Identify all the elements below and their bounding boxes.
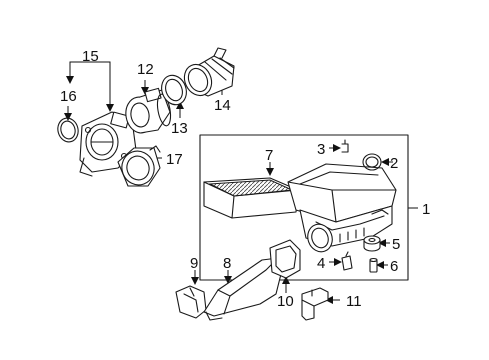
callout-6: 6	[390, 258, 398, 275]
callout-labels: 1 2 3 4 5 6 7 8 9 10 11 12 13 14 15 16 1…	[60, 48, 430, 310]
intake-hose-part-14	[183, 47, 235, 97]
callout-9: 9	[190, 255, 198, 272]
o-ring-part-16	[57, 117, 79, 143]
callout-8: 8	[223, 255, 231, 272]
fastener-part-4	[341, 251, 353, 271]
grommet-part-5	[363, 235, 381, 252]
callout-15: 15	[82, 48, 99, 65]
callout-1: 1	[422, 201, 430, 218]
clamp-part-13	[161, 74, 187, 106]
intake-elbow-part-17	[117, 145, 161, 187]
gasket-part-2	[362, 153, 382, 171]
bracket-part-11	[301, 287, 329, 321]
callout-13: 13	[171, 120, 188, 137]
inlet-duct-part-8	[203, 257, 283, 321]
duct-shroud-part-9	[175, 285, 207, 319]
callout-4: 4	[317, 255, 325, 272]
resonator-part-10	[269, 239, 301, 279]
callout-12: 12	[137, 61, 154, 78]
callout-5: 5	[392, 236, 400, 253]
pin-part-6	[369, 257, 378, 273]
callout-16: 16	[60, 88, 77, 105]
air-filter-part-7	[203, 177, 299, 219]
callout-10: 10	[277, 293, 294, 310]
callout-17: 17	[166, 151, 183, 168]
callout-3: 3	[317, 141, 325, 158]
clip-part-3	[341, 139, 349, 153]
callout-11: 11	[346, 293, 362, 310]
callout-7: 7	[265, 147, 273, 164]
mass-airflow-sensor-part-12	[125, 87, 172, 134]
callout-2: 2	[390, 155, 398, 172]
callout-14: 14	[214, 97, 231, 114]
assembly-bracket	[199, 134, 409, 281]
